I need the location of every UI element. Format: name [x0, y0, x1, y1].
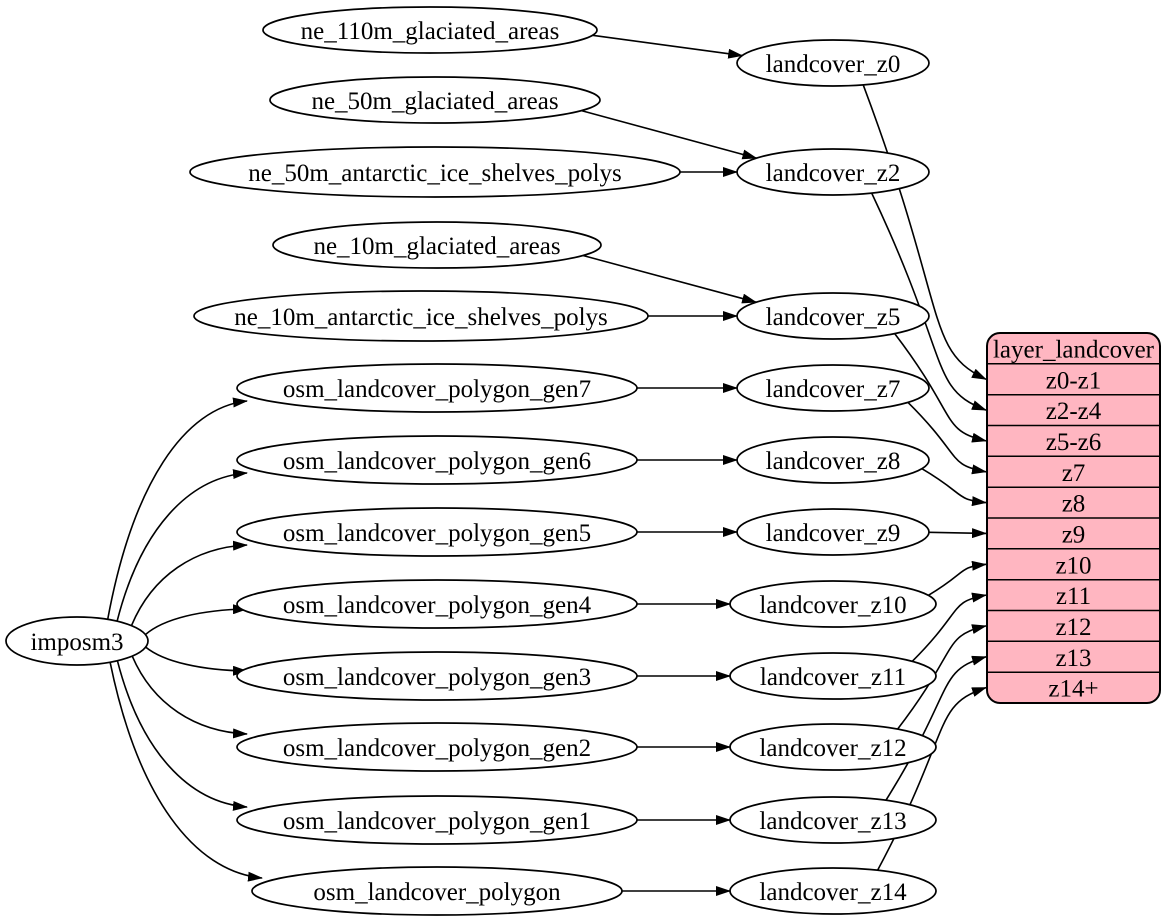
node-label-osm_landcover_polygon_gen4: osm_landcover_polygon_gen4	[283, 592, 592, 619]
record-row-z13: z13	[1055, 645, 1091, 672]
record-row-z10: z10	[1055, 552, 1091, 579]
edge-landcover_z5-to-layer_landcover-z5-z6	[894, 333, 987, 443]
node-osm_landcover_polygon_gen7: osm_landcover_polygon_gen7	[236, 363, 638, 413]
edge-imposm3-to-osm_landcover_polygon_gen6	[116, 469, 248, 622]
node-landcover_z13: landcover_z13	[729, 796, 937, 844]
node-osm_landcover_polygon_gen2: osm_landcover_polygon_gen2	[236, 722, 638, 772]
record-row-z12: z12	[1055, 614, 1091, 641]
record-row-z8: z8	[1062, 491, 1086, 518]
node-ne_110m_glaciated_areas: ne_110m_glaciated_areas	[262, 6, 598, 54]
node-landcover_z11: landcover_z11	[729, 652, 937, 700]
edge-imposm3-to-osm_landcover_polygon_gen4	[144, 604, 248, 636]
node-label-landcover_z12: landcover_z12	[759, 735, 906, 762]
node-osm_landcover_polygon_gen5: osm_landcover_polygon_gen5	[236, 507, 638, 557]
edge-ne_50m_glaciated_areas-to-landcover_z2	[581, 109, 758, 160]
node-label-osm_landcover_polygon_gen6: osm_landcover_polygon_gen6	[283, 448, 591, 475]
node-osm_landcover_polygon_gen6: osm_landcover_polygon_gen6	[236, 435, 638, 485]
edge-imposm3-to-osm_landcover_polygon_gen7	[106, 397, 248, 620]
record-row-z11: z11	[1056, 583, 1091, 610]
node-ne_50m_glaciated_areas: ne_50m_glaciated_areas	[269, 76, 601, 124]
edge-imposm3-to-osm_landcover_polygon_gen1	[116, 660, 248, 811]
node-osm_landcover_polygon: osm_landcover_polygon	[251, 866, 623, 916]
node-label-imposm3: imposm3	[30, 629, 123, 656]
node-landcover_z14: landcover_z14	[729, 867, 937, 915]
edge-imposm3-to-osm_landcover_polygon_gen3	[145, 646, 248, 676]
node-landcover_z7: landcover_z7	[736, 364, 930, 412]
edge-imposm3-to-osm_landcover_polygon_gen5	[130, 540, 248, 626]
node-ne_10m_glaciated_areas: ne_10m_glaciated_areas	[272, 221, 602, 269]
edge-imposm3-to-osm_landcover_polygon	[109, 662, 263, 882]
node-label-landcover_z14: landcover_z14	[759, 879, 907, 906]
record-row-z2-z4: z2-z4	[1046, 398, 1102, 425]
node-imposm3: imposm3	[5, 616, 149, 666]
node-label-landcover_z0: landcover_z0	[766, 51, 901, 78]
node-landcover_z5: landcover_z5	[736, 292, 930, 340]
node-label-ne_10m_glaciated_areas: ne_10m_glaciated_areas	[313, 233, 560, 260]
node-label-landcover_z10: landcover_z10	[759, 592, 906, 619]
node-label-osm_landcover_polygon_gen5: osm_landcover_polygon_gen5	[283, 520, 591, 547]
node-label-osm_landcover_polygon_gen7: osm_landcover_polygon_gen7	[283, 376, 591, 403]
record-layer_landcover: layer_landcover z0-z1 z2-z4 z5-z6 z7 z8 z9 z10 z…	[986, 332, 1161, 704]
node-label-landcover_z11: landcover_z11	[760, 664, 906, 691]
node-landcover_z8: landcover_z8	[736, 436, 930, 484]
node-landcover_z0: landcover_z0	[736, 39, 930, 87]
node-label-landcover_z7: landcover_z7	[766, 376, 901, 403]
node-label-osm_landcover_polygon_gen3: osm_landcover_polygon_gen3	[283, 664, 591, 691]
edge-landcover_z10-to-layer_landcover-z10	[927, 560, 987, 596]
node-ne_10m_antarctic_ice_shelves_polys: ne_10m_antarctic_ice_shelves_polys	[193, 290, 649, 342]
edge-imposm3-to-osm_landcover_polygon_gen2	[131, 655, 248, 739]
node-landcover_z10: landcover_z10	[729, 580, 937, 628]
record-row-z7: z7	[1062, 460, 1086, 487]
node-label-landcover_z2: landcover_z2	[766, 160, 901, 187]
record-row-z0-z1: z0-z1	[1046, 367, 1102, 394]
edge-landcover_z12-to-layer_landcover-z12	[896, 624, 987, 730]
edge-landcover_z8-to-layer_landcover-z8	[921, 468, 987, 507]
node-landcover_z2: landcover_z2	[736, 148, 930, 196]
node-label-landcover_z8: landcover_z8	[766, 448, 901, 475]
node-osm_landcover_polygon_gen1: osm_landcover_polygon_gen1	[236, 795, 638, 845]
node-label-osm_landcover_polygon_gen2: osm_landcover_polygon_gen2	[283, 735, 591, 762]
edge-ne_10m_glaciated_areas-to-landcover_z5	[582, 254, 758, 304]
node-label-ne_50m_antarctic_ice_shelves_polys: ne_50m_antarctic_ice_shelves_polys	[248, 160, 622, 187]
edge-landcover_z11-to-layer_landcover-z11	[911, 592, 987, 662]
edge-landcover_z2-to-layer_landcover-z2-z4	[870, 192, 987, 411]
edge-landcover_z7-to-layer_landcover-z7	[907, 401, 987, 475]
node-label-osm_landcover_polygon_gen1: osm_landcover_polygon_gen1	[283, 808, 591, 835]
node-ne_50m_antarctic_ice_shelves_polys: ne_50m_antarctic_ice_shelves_polys	[189, 146, 681, 198]
node-landcover_z9: landcover_z9	[736, 508, 930, 556]
edge-ne_110m_glaciated_areas-to-landcover_z0	[592, 34, 744, 59]
node-label-ne_10m_antarctic_ice_shelves_polys: ne_10m_antarctic_ice_shelves_polys	[234, 304, 608, 331]
node-osm_landcover_polygon_gen4: osm_landcover_polygon_gen4	[236, 579, 638, 629]
record-row-z5-z6: z5-z6	[1046, 429, 1102, 456]
record-row-z9: z9	[1062, 521, 1086, 548]
node-label-landcover_z13: landcover_z13	[759, 808, 906, 835]
node-osm_landcover_polygon_gen3: osm_landcover_polygon_gen3	[236, 651, 638, 701]
record-title: layer_landcover	[993, 336, 1155, 363]
node-landcover_z12: landcover_z12	[729, 723, 937, 771]
node-label-osm_landcover_polygon: osm_landcover_polygon	[313, 879, 561, 906]
node-label-landcover_z5: landcover_z5	[766, 304, 901, 331]
node-label-landcover_z9: landcover_z9	[766, 520, 901, 547]
node-label-ne_50m_glaciated_areas: ne_50m_glaciated_areas	[311, 88, 558, 115]
record-row-z14+: z14+	[1048, 676, 1098, 703]
edge-landcover_z9-to-layer_landcover-z9	[928, 528, 987, 539]
node-label-ne_110m_glaciated_areas: ne_110m_glaciated_areas	[301, 18, 560, 45]
